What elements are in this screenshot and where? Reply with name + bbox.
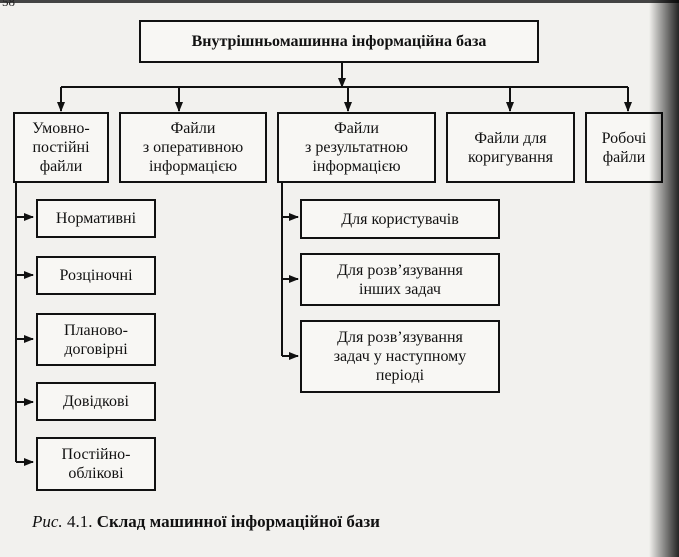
page-binding-shadow [649,0,679,557]
item-normative-label: Нормативні [55,210,137,227]
item-reference-label: Довідкові [62,393,129,410]
category-operational-box: Файли з оперативною інформацією [119,112,267,183]
figure-caption: Рис. 4.1. Склад машинної інформаційної б… [32,512,380,532]
category-correction-box: Файли для коригування [446,112,575,183]
item-accounting-box: Постійно- облікові [36,437,156,491]
category-operational-label: Файли з оперативною інформацією [142,120,244,175]
category-working-label: Робочі файли [601,129,647,166]
item-accounting-label: Постійно- облікові [61,446,131,482]
item-planning-box: Планово- договірні [36,313,156,366]
caption-title: Склад машинної інформаційної бази [96,512,380,531]
item-normative-box: Нормативні [36,199,156,238]
category-result-box: Файли з результатною інформацією [277,112,436,183]
item-users-box: Для користувачів [300,199,500,239]
item-reference-box: Довідкові [36,382,156,421]
category-result-label: Файли з результатною інформацією [305,120,408,175]
category-conditional-box: Умовно- постійні файли [13,112,109,183]
item-users-label: Для користувачів [341,210,459,228]
page-number: 58 [2,0,15,9]
item-next-period-box: Для розв’язування задач у наступному пер… [300,320,500,393]
top-rule [0,0,679,3]
item-other-tasks-box: Для розв’язування інших задач [300,253,500,306]
caption-number: 4.1. [66,512,93,531]
category-conditional-label: Умовно- постійні файли [32,120,90,175]
root-label: Внутрішньомашинна інформаційна база [191,33,487,50]
item-other-tasks-label: Для розв’язування інших задач [337,261,463,298]
item-pricing-label: Розціночні [59,267,133,284]
item-next-period-label: Для розв’язування задач у наступному пер… [333,329,467,384]
caption-prefix: Рис. [32,512,63,531]
category-correction-label: Файли для коригування [467,129,553,166]
item-pricing-box: Розціночні [36,256,156,295]
root-box: Внутрішньомашинна інформаційна база [139,20,539,63]
item-planning-label: Планово- договірні [64,321,128,358]
